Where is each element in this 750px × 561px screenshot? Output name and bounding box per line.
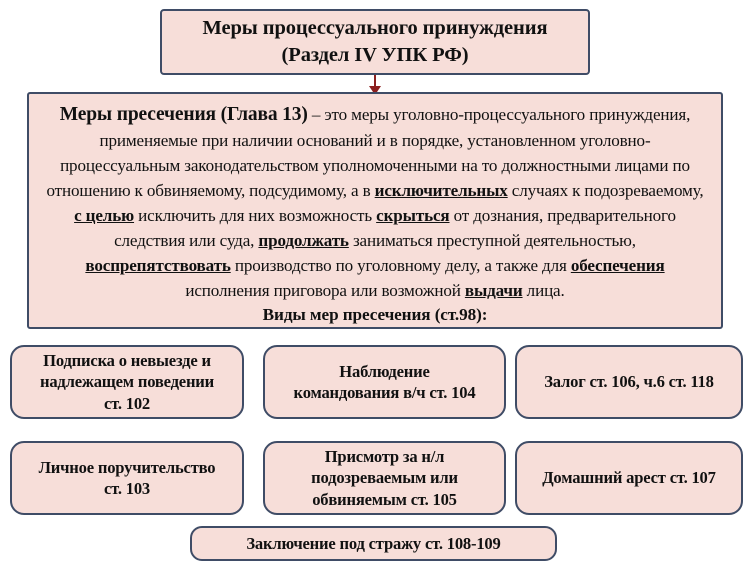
definition-emphasis-term: скрыться	[376, 205, 450, 225]
measure-label: Подписка о невыезде и надлежащем поведен…	[39, 350, 215, 413]
definition-emphasis-term: обеспечения	[570, 255, 665, 275]
definition-segment: лица.	[522, 280, 565, 300]
title-line-1: Меры процессуального принуждения	[202, 16, 548, 39]
definition-segment: – это меры уголовно-процессуального прин…	[46, 105, 691, 201]
definition-box: Меры пресечения (Глава 13) – это меры уг…	[27, 92, 723, 329]
title-text: Меры процессуального принуждения (Раздел…	[203, 15, 548, 70]
measure-box-zalog[interactable]: Залог ст. 106, ч.6 ст. 118	[515, 345, 743, 419]
definition-emphasis-term: продолжать	[258, 230, 349, 250]
definition-emphasis-term: исключительных	[374, 181, 508, 201]
title-box: Меры процессуального принуждения (Раздел…	[160, 9, 590, 75]
title-line-2: (Раздел IV УПК РФ)	[281, 44, 469, 66]
definition-text: Меры пресечения (Глава 13) – это меры уг…	[42, 101, 708, 303]
measure-box-lichnoe-poruchitelstvo[interactable]: Личное поручительство ст. 103	[10, 441, 244, 515]
definition-emphasis-term: воспрепятствовать	[85, 255, 231, 275]
measure-label: Личное поручительство ст. 103	[38, 457, 216, 498]
connector-line	[374, 75, 376, 90]
measure-label: Заключение под стражу ст. 108-109	[246, 533, 501, 553]
definition-segment: от дознания, предварительного следствия …	[114, 205, 676, 250]
definition-segment: производство по уголовному делу, а также…	[230, 255, 571, 275]
measure-label: Залог ст. 106, ч.6 ст. 118	[544, 372, 714, 392]
measure-box-zaklyuchenie-pod-strazhu[interactable]: Заключение под стражу ст. 108-109	[190, 526, 557, 561]
measure-label: Присмотр за н/л подозреваемым или обвиня…	[311, 446, 458, 509]
definition-lead: Меры пресечения (Глава 13)	[59, 104, 308, 125]
definition-segment: исключить для них возможность	[134, 205, 377, 225]
measure-box-nablyudenie[interactable]: Наблюдение командования в/ч ст. 104	[263, 345, 506, 419]
measure-box-prismotr[interactable]: Присмотр за н/л подозреваемым или обвиня…	[263, 441, 506, 515]
definition-emphasis-term: выдачи	[464, 280, 523, 300]
measure-label: Наблюдение командования в/ч ст. 104	[293, 361, 476, 402]
definition-segment: заниматься преступной деятельностью,	[348, 230, 636, 250]
definition-segment: исполнения приговора или возможной	[185, 280, 465, 300]
definition-emphasis-term: с целью	[74, 205, 135, 225]
measure-label: Домашний арест ст. 107	[542, 468, 716, 488]
measure-box-domashniy-arest[interactable]: Домашний арест ст. 107	[515, 441, 743, 515]
measure-box-podpiska[interactable]: Подписка о невыезде и надлежащем поведен…	[10, 345, 244, 419]
definition-subtitle: Виды мер пресечения (ст.98):	[262, 305, 488, 325]
down-arrow-icon	[369, 86, 381, 95]
definition-segment: случаях к подозреваемому,	[507, 181, 704, 201]
